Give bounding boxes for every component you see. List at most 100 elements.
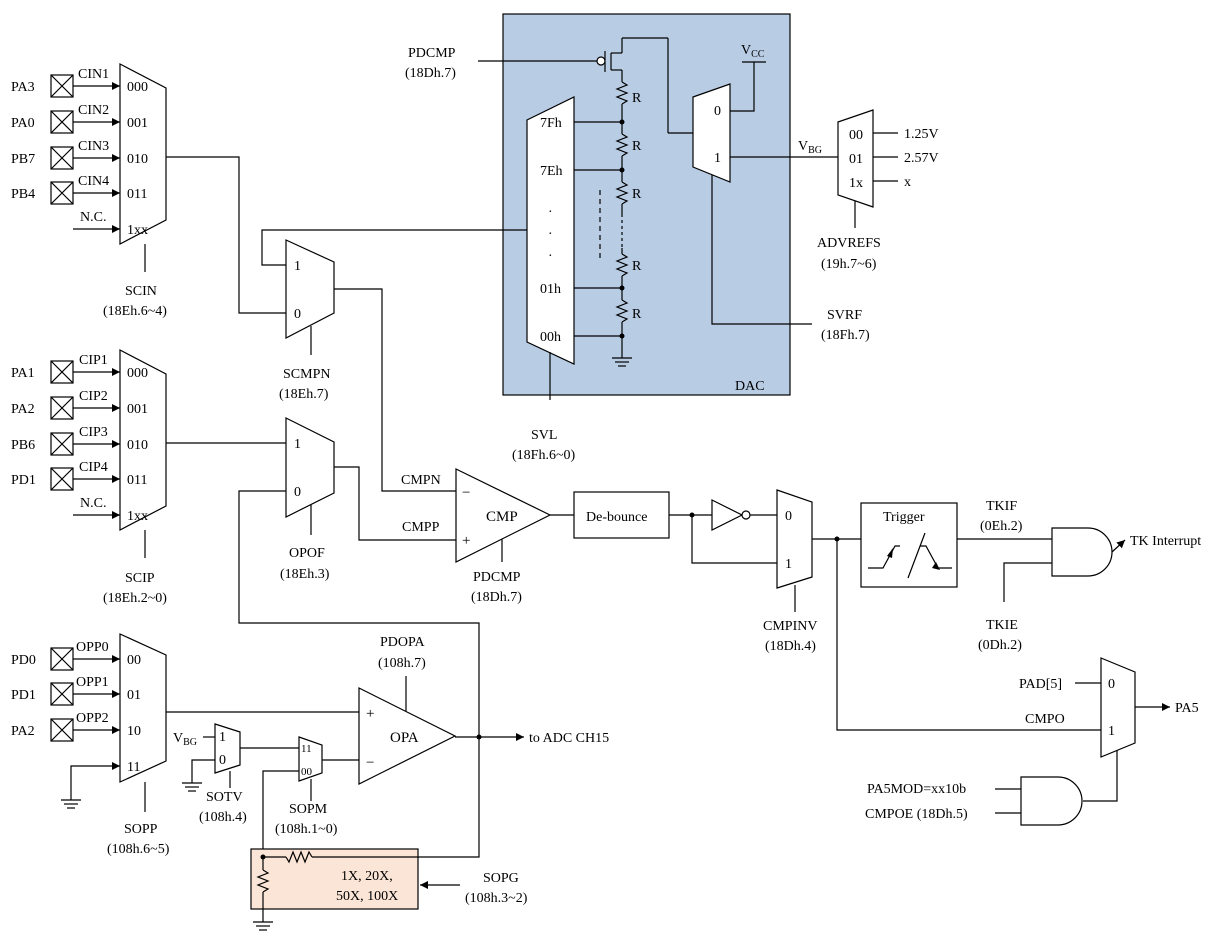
scin-code: 000 (127, 80, 148, 95)
sopp-code: 00 (127, 653, 141, 668)
scin-pin: PA0 (11, 116, 35, 131)
opa-label: OPA (390, 730, 419, 746)
svrf-in0: 0 (714, 104, 721, 119)
sopp-input: OPP1 (76, 675, 109, 690)
gain-line2: 50X, 100X (336, 889, 398, 904)
sopp-reg: (108h.6~5) (107, 842, 170, 857)
scip-code: 011 (127, 473, 147, 488)
opa-plus: + (366, 706, 374, 722)
svrf-reg: (18Fh.7) (821, 328, 870, 343)
r-label: R (632, 259, 642, 274)
sotv-reg: (108h.4) (199, 810, 247, 825)
cmpinv-mux (776, 489, 813, 589)
svl-tap-00: 00h (540, 330, 561, 345)
advrefs-reg: (19h.7~6) (821, 257, 877, 272)
sopp-code: 10 (127, 724, 141, 739)
scip-input: CIP4 (79, 460, 108, 475)
opa-pd-reg: (108h.7) (378, 656, 426, 671)
sopm-reg: (108h.1~0) (275, 822, 338, 837)
advrefs-out: 1.25V (904, 127, 939, 142)
scin-input: CIN1 (78, 67, 109, 82)
scin-input: CIN3 (78, 139, 109, 154)
tk-interrupt-label: TK Interrupt (1130, 534, 1201, 549)
scip-input: CIP3 (79, 425, 108, 440)
svl-dots: · (548, 205, 553, 220)
cmpinv-in0: 0 (785, 509, 792, 524)
sopm-in00: 00 (301, 766, 313, 778)
scip-code: 000 (127, 366, 148, 381)
svl-mux (526, 96, 575, 365)
scin-input: CIN2 (78, 103, 109, 118)
opof-in0: 0 (294, 485, 301, 500)
sopp-pin: PA2 (11, 724, 35, 739)
scip-pin: PD1 (11, 473, 36, 488)
scin-code: 1xx (127, 223, 148, 238)
trigger-block (860, 502, 958, 588)
pa5mod-label: PA5MOD=xx10b (867, 782, 966, 797)
r-label: R (632, 187, 642, 202)
scip-pins (50, 360, 120, 519)
sopp-mux (119, 633, 167, 783)
adc-out-label: to ADC CH15 (529, 731, 609, 746)
advrefs-code: 01 (849, 152, 863, 167)
svrf-in1: 1 (714, 151, 721, 166)
scip-input: N.C. (80, 496, 106, 511)
scin-pin: PB4 (11, 187, 35, 202)
tkie-name: TKIE (986, 618, 1018, 633)
advrefs-name: ADVREFS (817, 236, 881, 251)
sotv-in0: 0 (219, 753, 226, 768)
scip-pin: PB6 (11, 438, 35, 453)
cmpinv-name: CMPINV (763, 619, 817, 634)
sotv-mux (214, 723, 241, 774)
scmpn-in0: 0 (294, 307, 301, 322)
advrefs-out: x (904, 175, 911, 190)
svl-dots: · (548, 249, 553, 264)
opa-minus: − (366, 755, 374, 771)
r-label: R (632, 91, 642, 106)
scin-code: 011 (127, 187, 147, 202)
sopp-pin: PD0 (11, 653, 36, 668)
sopp-code: 01 (127, 688, 141, 703)
sopp-input: OPP2 (76, 711, 109, 726)
svl-tap-01: 01h (540, 282, 561, 297)
vcc-label: VCC (741, 43, 765, 60)
cmpinv-reg: (18Dh.4) (765, 639, 816, 654)
sopp-name: SOPP (124, 822, 158, 837)
cmpoe-label: CMPOE (18Dh.5) (865, 807, 968, 822)
scip-pin: PA1 (11, 366, 35, 381)
cmpinv-in1: 1 (785, 557, 792, 572)
advrefs-code: 1x (849, 176, 863, 191)
debounce-label: De-bounce (586, 510, 647, 525)
scip-name: SCIP (125, 571, 155, 586)
dac-label: DAC (735, 379, 765, 394)
pmos-switch (478, 37, 693, 134)
scip-code: 1xx (127, 509, 148, 524)
resistor-ladder (574, 70, 632, 367)
advrefs-out: 2.57V (904, 151, 939, 166)
sopm-in11: 11 (301, 743, 312, 755)
svl-reg: (18Fh.6~0) (512, 448, 576, 463)
sotv-in1: 1 (219, 730, 226, 745)
opof-in1: 1 (294, 437, 301, 452)
gain-line1: 1X, 20X, (341, 869, 393, 884)
opof-reg: (18Eh.3) (280, 567, 330, 582)
scin-code: 010 (127, 152, 148, 167)
svl-tap-7e: 7Eh (540, 164, 563, 179)
advrefs-mux (837, 109, 874, 208)
tkif-name: TKIF (986, 499, 1017, 514)
pa5-mux (1100, 657, 1136, 758)
scip-code: 001 (127, 402, 148, 417)
scip-code: 010 (127, 438, 148, 453)
sopg-name: SOPG (483, 871, 519, 886)
cmpn-label: CMPN (401, 473, 441, 488)
scip-pin: PA2 (11, 402, 35, 417)
scip-input: CIP2 (79, 389, 108, 404)
pdcmp-top-name: PDCMP (408, 46, 456, 61)
sotv-vbg: VBG (173, 731, 197, 748)
pa5-in0: 0 (1108, 677, 1115, 692)
scmpn-in1: 1 (294, 259, 301, 274)
scip-mux (119, 349, 167, 531)
tk-and-gate (1051, 527, 1113, 577)
sopp-input: OPP0 (76, 640, 109, 655)
